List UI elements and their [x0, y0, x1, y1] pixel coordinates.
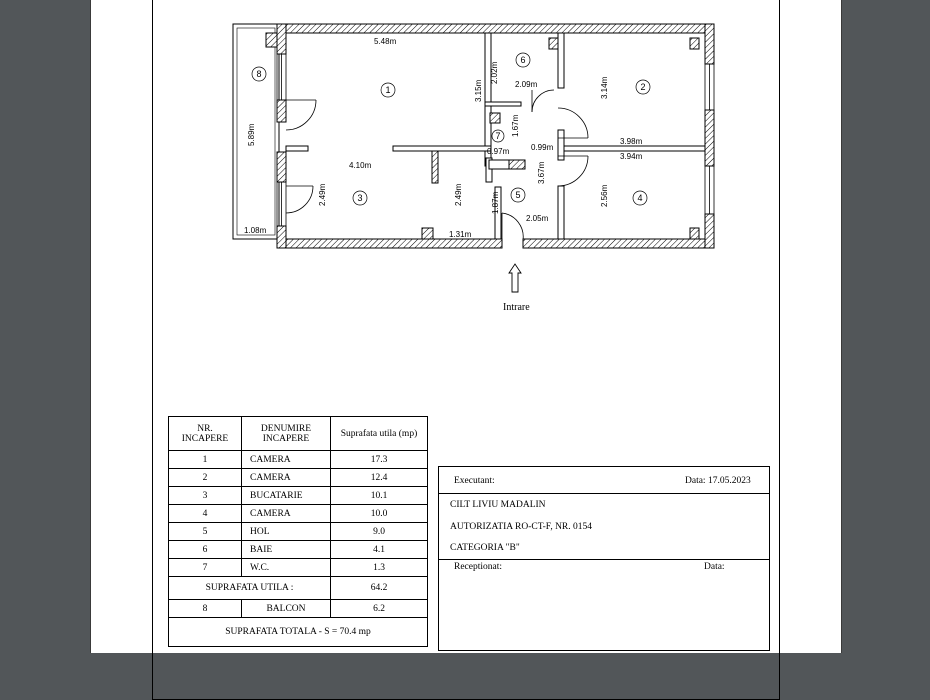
room-nr: 6: [168, 540, 242, 559]
rooms-table: NR. INCAPERE DENUMIRE INCAPERE Suprafata…: [168, 416, 428, 647]
room-nr: 2: [168, 468, 242, 487]
balcony-row: 8 BALCON 6.2: [168, 599, 428, 618]
executant-authorization: AUTORIZATIA RO-CT-F, NR. 0154: [450, 522, 593, 532]
table-row: 1 CAMERA 17.3: [168, 450, 428, 469]
room-area: 1.3: [330, 558, 428, 577]
table-row: 3 BUCATARIE 10.1: [168, 486, 428, 505]
table-row: 6 BAIE 4.1: [168, 540, 428, 559]
outer-walls: [276, 23, 715, 249]
useful-area-label: SUPRAFATA UTILA :: [168, 576, 331, 600]
room-name: CAMERA: [241, 468, 331, 487]
room-name: BUCATARIE: [241, 486, 331, 505]
table-row: 7 W.C. 1.3: [168, 558, 428, 577]
room-1-number: 1: [385, 85, 390, 95]
dim-label: 2.49m: [318, 183, 327, 206]
dim-label: 5.48m: [374, 37, 397, 46]
dim-label: 5.89m: [247, 123, 256, 146]
room-7-number: 7: [495, 131, 500, 141]
dim-label: 2.09m: [515, 80, 538, 89]
room-2-number: 2: [640, 82, 645, 92]
room-area: 10.1: [330, 486, 428, 505]
dim-label: 4.10m: [349, 161, 372, 170]
table-row: 2 CAMERA 12.4: [168, 468, 428, 487]
column-header: Suprafata utila (mp): [330, 416, 428, 451]
door-swings: [285, 89, 589, 248]
room-name: CAMERA: [241, 450, 331, 469]
executant-label: Executant:: [454, 476, 495, 486]
dim-label: 1.67m: [511, 114, 520, 137]
room-nr: 1: [168, 450, 242, 469]
room-name: HOL: [241, 522, 331, 541]
column-header: NR. INCAPERE: [168, 416, 242, 451]
room-name: W.C.: [241, 558, 331, 577]
dim-label: 1.31m: [449, 230, 472, 239]
dim-label: 0.97m: [487, 147, 510, 156]
room-area: 4.1: [330, 540, 428, 559]
entry-arrow-icon: [508, 263, 522, 293]
room-8-number: 8: [256, 69, 261, 79]
room-area: 12.4: [330, 468, 428, 487]
dim-label: 1.08m: [244, 226, 267, 235]
room-nr: 4: [168, 504, 242, 523]
room-area: 6.2: [330, 599, 428, 618]
dim-label: 2.49m: [454, 183, 463, 206]
receiver-date-label: Data:: [704, 562, 725, 572]
document-page: 8 1 6 2 7 3 5 4 5.48m 4.10m 2.09m 0.97m …: [90, 0, 842, 700]
room-3-number: 3: [357, 193, 362, 203]
dim-label: 3.98m: [620, 137, 643, 146]
total-area-row: SUPRAFATA TOTALA - S = 70.4 mp: [168, 617, 428, 647]
room-area: 10.0: [330, 504, 428, 523]
entry-label: Intrare: [503, 302, 530, 313]
table-row: 5 HOL 9.0: [168, 522, 428, 541]
dim-label: 0.99m: [531, 143, 554, 152]
room-6-number: 6: [520, 55, 525, 65]
room-area: 17.3: [330, 450, 428, 469]
balcony-outline: [232, 23, 280, 240]
executant-date: Data: 17.05.2023: [685, 476, 751, 486]
windows: [276, 53, 715, 227]
room-nr: 8: [168, 599, 242, 618]
dim-label: 3.67m: [537, 161, 546, 184]
dim-label: 1.87m: [491, 191, 500, 214]
column-header: DENUMIRE INCAPERE: [241, 416, 331, 451]
dim-label: 3.94m: [620, 152, 643, 161]
receiver-label: Receptionat:: [454, 562, 503, 572]
room-5-number: 5: [515, 190, 520, 200]
dim-label: 2.56m: [600, 184, 609, 207]
floor-plan: 8 1 6 2 7 3 5 4 5.48m 4.10m 2.09m 0.97m …: [232, 23, 715, 293]
executant-details: [439, 494, 769, 560]
executant-category: CATEGORIA "B": [450, 543, 520, 553]
room-name: BAIE: [241, 540, 331, 559]
dim-label: 2.02m: [490, 61, 499, 84]
dim-label: 3.15m: [474, 79, 483, 102]
room-nr: 7: [168, 558, 242, 577]
useful-area-row: SUPRAFATA UTILA : 64.2: [168, 576, 428, 600]
room-name: BALCON: [241, 599, 331, 618]
room-name: CAMERA: [241, 504, 331, 523]
room-nr: 5: [168, 522, 242, 541]
room-nr: 3: [168, 486, 242, 505]
interior-walls: [285, 32, 706, 240]
total-area: SUPRAFATA TOTALA - S = 70.4 mp: [168, 617, 428, 647]
useful-area-value: 64.2: [330, 576, 428, 600]
room-4-number: 4: [637, 193, 642, 203]
dim-label: 2.05m: [526, 214, 549, 223]
executant-box: Executant: Data: 17.05.2023 CILT LIVIU M…: [438, 466, 770, 651]
executant-header: [439, 467, 769, 494]
room-area: 9.0: [330, 522, 428, 541]
dim-label: 3.14m: [600, 76, 609, 99]
executant-name: CILT LIVIU MADALIN: [450, 500, 546, 510]
table-row: 4 CAMERA 10.0: [168, 504, 428, 523]
hatched-columns: [265, 32, 700, 240]
